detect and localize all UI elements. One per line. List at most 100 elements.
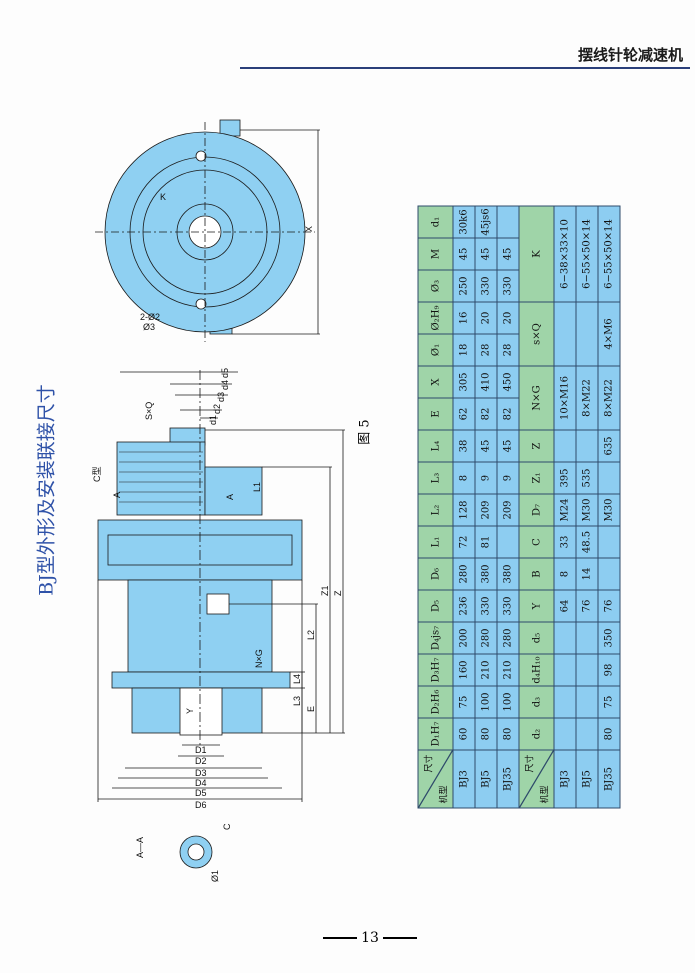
column-header: D₄js₇ (418, 622, 453, 654)
value-cell: 395 (554, 462, 576, 494)
value-cell: 635 (598, 430, 620, 462)
value-cell: 410 (475, 366, 497, 398)
value-cell (497, 206, 519, 238)
value-cell (554, 430, 576, 462)
corner-model-label: 机型 (439, 785, 450, 804)
value-cell: 128 (453, 494, 475, 526)
column-header: X (418, 366, 453, 398)
value-cell: 45 (497, 238, 519, 270)
column-header: Y (519, 590, 554, 622)
model-cell: BJ5 (576, 750, 598, 808)
value-cell (576, 686, 598, 718)
value-cell: 18 (453, 334, 475, 366)
column-header: L₂ (418, 494, 453, 526)
value-cell: 33 (554, 526, 576, 558)
value-cell: 160 (453, 654, 475, 686)
column-header: Ø₂H₉ (418, 302, 453, 334)
value-cell: 8×M22 (598, 366, 620, 430)
value-cell: 10×M16 (554, 366, 576, 430)
value-cell: 6−55×50×14 (598, 206, 620, 302)
value-cell: 20 (497, 302, 519, 334)
label-c: C (222, 823, 232, 830)
value-cell (598, 526, 620, 558)
page-number-text: 13 (361, 930, 379, 946)
column-header: Z (519, 430, 554, 462)
value-cell: 75 (598, 686, 620, 718)
value-cell: 209 (475, 494, 497, 526)
model-cell: BJ35 (598, 750, 620, 808)
value-cell: 81 (475, 526, 497, 558)
label-sxq: S×Q (144, 402, 154, 420)
label-d4: d4 (220, 380, 230, 390)
page-number: 13 (0, 930, 695, 946)
value-cell: 9 (497, 462, 519, 494)
column-header: D₁H₇ (418, 718, 453, 750)
value-cell: 98 (598, 654, 620, 686)
label-D4: D4 (195, 778, 207, 788)
section-view: A—A Ø1 C (135, 823, 232, 882)
column-header: C (519, 526, 554, 558)
value-cell: 80 (475, 718, 497, 750)
base-flange (111, 671, 291, 689)
label-z1: Z1 (320, 585, 330, 596)
value-cell: 14 (576, 558, 598, 590)
value-cell (576, 430, 598, 462)
label-hole1: 2-Ø2 (140, 312, 160, 322)
value-cell: M30 (598, 494, 620, 526)
value-cell: 28 (497, 334, 519, 366)
spline-bore (188, 215, 222, 249)
value-cell: 100 (497, 686, 519, 718)
value-cell: 45js6 (475, 206, 497, 238)
value-cell: 38 (453, 430, 475, 462)
corner-model-label: 机型 (540, 785, 551, 804)
value-cell: 20 (475, 302, 497, 334)
value-cell (576, 718, 598, 750)
value-cell: 380 (497, 558, 519, 590)
value-cell (554, 654, 576, 686)
column-header: D₇ (519, 494, 554, 526)
column-header: d₅ (519, 622, 554, 654)
value-cell: 280 (497, 622, 519, 654)
value-cell: 16 (453, 302, 475, 334)
header-rule (240, 67, 690, 69)
label-k: K (160, 192, 166, 202)
value-cell: 450 (497, 366, 519, 398)
label-D1: D1 (195, 745, 207, 755)
label-d3: d3 (216, 392, 226, 402)
column-header: B (519, 558, 554, 590)
value-cell (497, 526, 519, 558)
column-header: d₁ (418, 206, 453, 238)
value-cell: 210 (497, 654, 519, 686)
side-view (97, 370, 345, 802)
value-cell: 6−38×33×10 (554, 206, 576, 302)
label-D2: D2 (195, 756, 207, 766)
value-cell: 210 (475, 654, 497, 686)
label-D3: D3 (195, 768, 207, 778)
label-nxg: N×G (254, 649, 264, 668)
label-e: E (306, 706, 316, 712)
label-l4: L4 (292, 674, 302, 684)
value-cell: 72 (453, 526, 475, 558)
value-cell: 28 (475, 334, 497, 366)
value-cell: M24 (554, 494, 576, 526)
column-header: d₂ (519, 718, 554, 750)
corner-header: 尺寸机型 (418, 750, 453, 808)
label-a-left: A (112, 492, 122, 498)
value-cell (576, 654, 598, 686)
value-cell: 8 (554, 558, 576, 590)
value-cell: 76 (598, 590, 620, 622)
column-header: Ø₃ (418, 270, 453, 302)
model-cell: BJ5 (475, 750, 497, 808)
value-cell: 9 (475, 462, 497, 494)
value-cell (598, 558, 620, 590)
value-cell: 380 (475, 558, 497, 590)
value-cell: 209 (497, 494, 519, 526)
